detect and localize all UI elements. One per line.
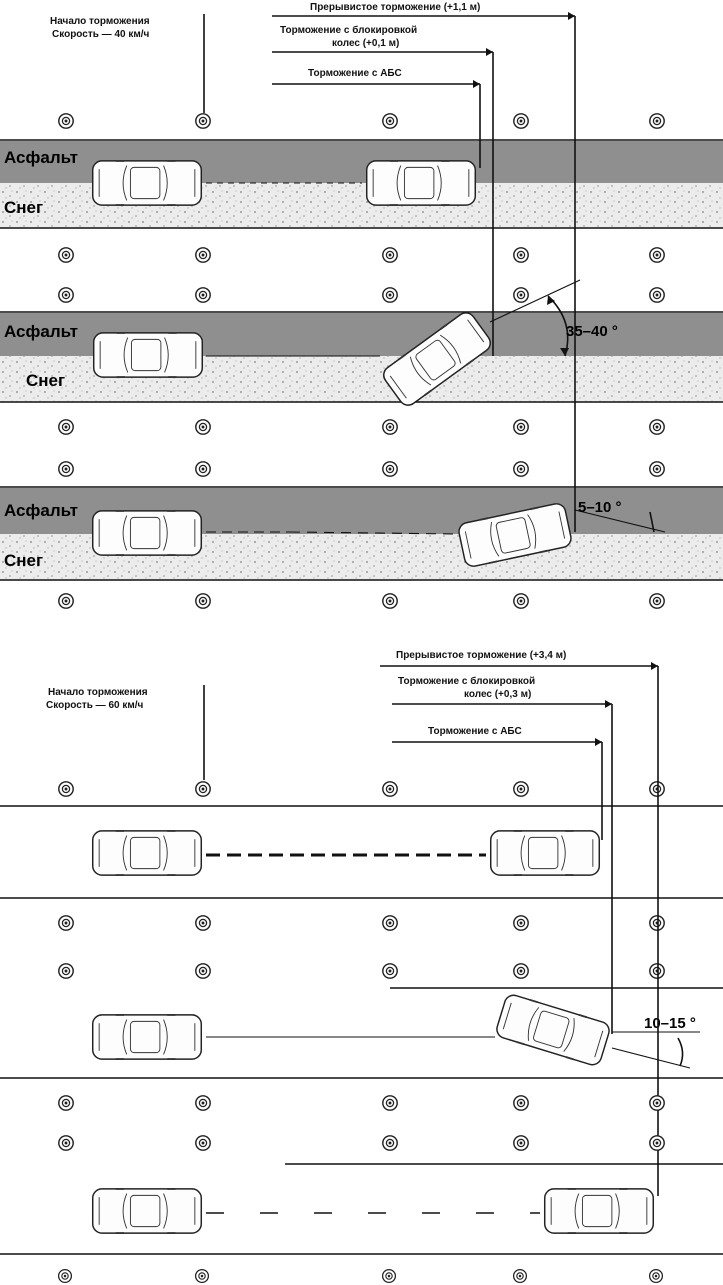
top-marker-row-4	[58, 419, 665, 435]
top-marker-row-1	[58, 113, 665, 129]
top-section: Начало торможения Скорость — 40 км/ч Пре…	[0, 2, 723, 609]
bottom-marker-row-1	[58, 781, 665, 797]
bottom-marker-row-6	[57, 1268, 664, 1284]
car-start	[91, 1014, 203, 1060]
bottom-dist-locked-label-line1: Торможение с блокировкой	[398, 675, 535, 687]
car-stop-locked-rotated	[493, 991, 613, 1069]
bottom-dist-abs-label: Торможение с АБС	[428, 726, 522, 737]
bottom-dist-intermittent-label: Прерывистое торможение (+3,4 м)	[396, 650, 566, 661]
lane-label-snow: Снег	[4, 198, 43, 217]
lane-label-asphalt: Асфальт	[4, 322, 78, 341]
lane-label-asphalt: Асфальт	[4, 501, 78, 520]
top-start-label-line2: Скорость — 40 км/ч	[52, 29, 150, 40]
bottom-dist-locked-label-line2: колес (+0,3 м)	[464, 689, 531, 700]
car-stop-abs	[365, 160, 477, 206]
top-lane-intermittent: Асфальт Снег 5–10 °	[0, 486, 723, 581]
top-dist-locked-label-line1: Торможение с блокировкой	[280, 24, 417, 36]
top-dist-abs-label: Торможение с АБС	[308, 68, 402, 79]
car-stop-intermittent	[543, 1188, 655, 1234]
bottom-lane-intermittent	[0, 1163, 723, 1255]
top-start-label-line1: Начало торможения	[50, 16, 150, 27]
car-start	[91, 160, 203, 206]
car-start	[91, 510, 203, 556]
car-stop-abs	[489, 830, 601, 876]
bottom-start-label-line2: Скорость — 60 км/ч	[46, 700, 144, 711]
car-start	[91, 830, 203, 876]
angle-label-locked: 35–40 °	[566, 323, 618, 340]
top-dist-intermittent-label: Прерывистое торможение (+1,1 м)	[310, 2, 480, 13]
lane-label-snow: Снег	[26, 371, 65, 390]
car-start	[91, 1188, 203, 1234]
bottom-lane-locked: 10–15 °	[0, 987, 723, 1079]
top-lane-abs: Асфальт Снег	[0, 139, 723, 229]
car-start	[92, 332, 204, 378]
bottom-lane-abs	[0, 805, 723, 899]
bottom-start-label-line1: Начало торможения	[48, 687, 148, 698]
angle-label-intermittent: 5–10 °	[578, 499, 622, 516]
bottom-marker-row-3	[58, 963, 665, 979]
bottom-marker-row-5	[58, 1135, 665, 1151]
angle-label-bottom-locked: 10–15 °	[644, 1015, 696, 1032]
top-marker-row-3	[58, 287, 665, 303]
lane-label-asphalt: Асфальт	[4, 148, 78, 167]
top-marker-row-5	[58, 461, 665, 477]
bottom-section: Прерывистое торможение (+3,4 м) Начало т…	[0, 650, 723, 1284]
top-lane-locked: Асфальт Снег 35–40 °	[0, 279, 723, 412]
top-marker-row-2	[58, 247, 665, 263]
top-marker-row-6	[58, 593, 665, 609]
bottom-marker-row-4	[58, 1095, 665, 1111]
lane-label-snow: Снег	[4, 551, 43, 570]
bottom-marker-row-2	[58, 915, 665, 931]
top-dist-locked-label-line2: колес (+0,1 м)	[332, 38, 399, 49]
